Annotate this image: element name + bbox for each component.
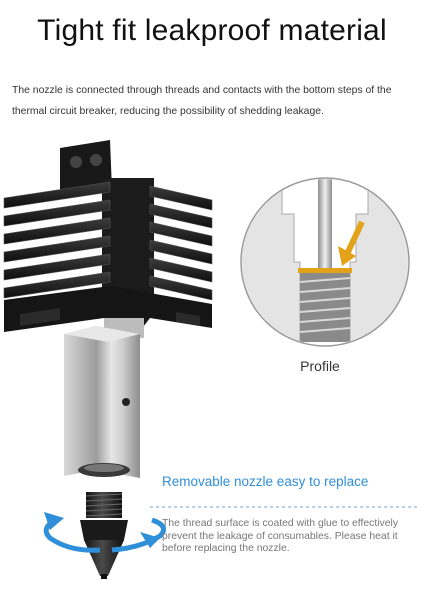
rotate-arrows-icon	[43, 512, 167, 553]
heatsink-graphic	[3, 140, 213, 336]
contact-arrow-icon	[338, 220, 365, 266]
heater-block-graphic	[64, 318, 144, 478]
nozzle-heading: Removable nozzle easy to replace	[162, 474, 369, 489]
intro-text: The nozzle is connected through threads …	[12, 85, 392, 117]
profile-label: Profile	[300, 358, 340, 374]
page-title: Tight fit leakproof material	[37, 14, 387, 47]
nozzle-graphic	[80, 492, 128, 579]
nozzle-note: The thread surface is coated with glue t…	[162, 518, 399, 554]
profile-circle	[240, 177, 410, 347]
